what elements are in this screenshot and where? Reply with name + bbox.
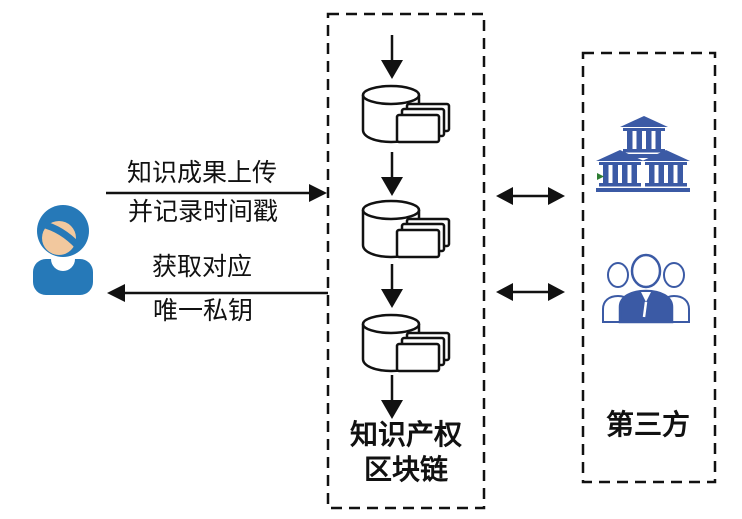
exchange-arrow-icon: [494, 185, 567, 207]
user-avatar-icon: [33, 205, 93, 295]
blockchain-box-border: [326, 12, 486, 510]
hair-swoosh: [41, 220, 81, 249]
database-with-documents-icon: [361, 84, 451, 144]
database-with-documents-icon: [361, 313, 451, 373]
third-party-box-border: [581, 51, 717, 484]
down-arrow-icon: [379, 150, 405, 198]
upload-arrow: [106, 184, 327, 202]
people-group-icon: [601, 253, 691, 324]
bank-buildings-icon: [596, 116, 690, 192]
upload-label-line2: 并记录时间戳: [127, 197, 279, 226]
down-arrow-icon: [379, 33, 405, 81]
retrieve-label-line2: 唯一私钥: [152, 296, 254, 325]
blockchain-box-label-line2: 区块链: [363, 453, 449, 486]
down-arrow-icon: [379, 262, 405, 310]
stray-green-mark: [597, 173, 604, 180]
upload-label-line1: 知识成果上传: [126, 158, 278, 187]
down-arrow-icon: [379, 373, 405, 421]
retrieve-label-line1: 获取对应: [151, 252, 253, 281]
database-with-documents-icon: [361, 199, 451, 259]
third-party-box-label: 第三方: [605, 408, 691, 441]
exchange-arrow-icon: [494, 281, 567, 303]
blockchain-box-label-line1: 知识产权: [349, 418, 463, 451]
return-key-arrow: [107, 284, 328, 302]
